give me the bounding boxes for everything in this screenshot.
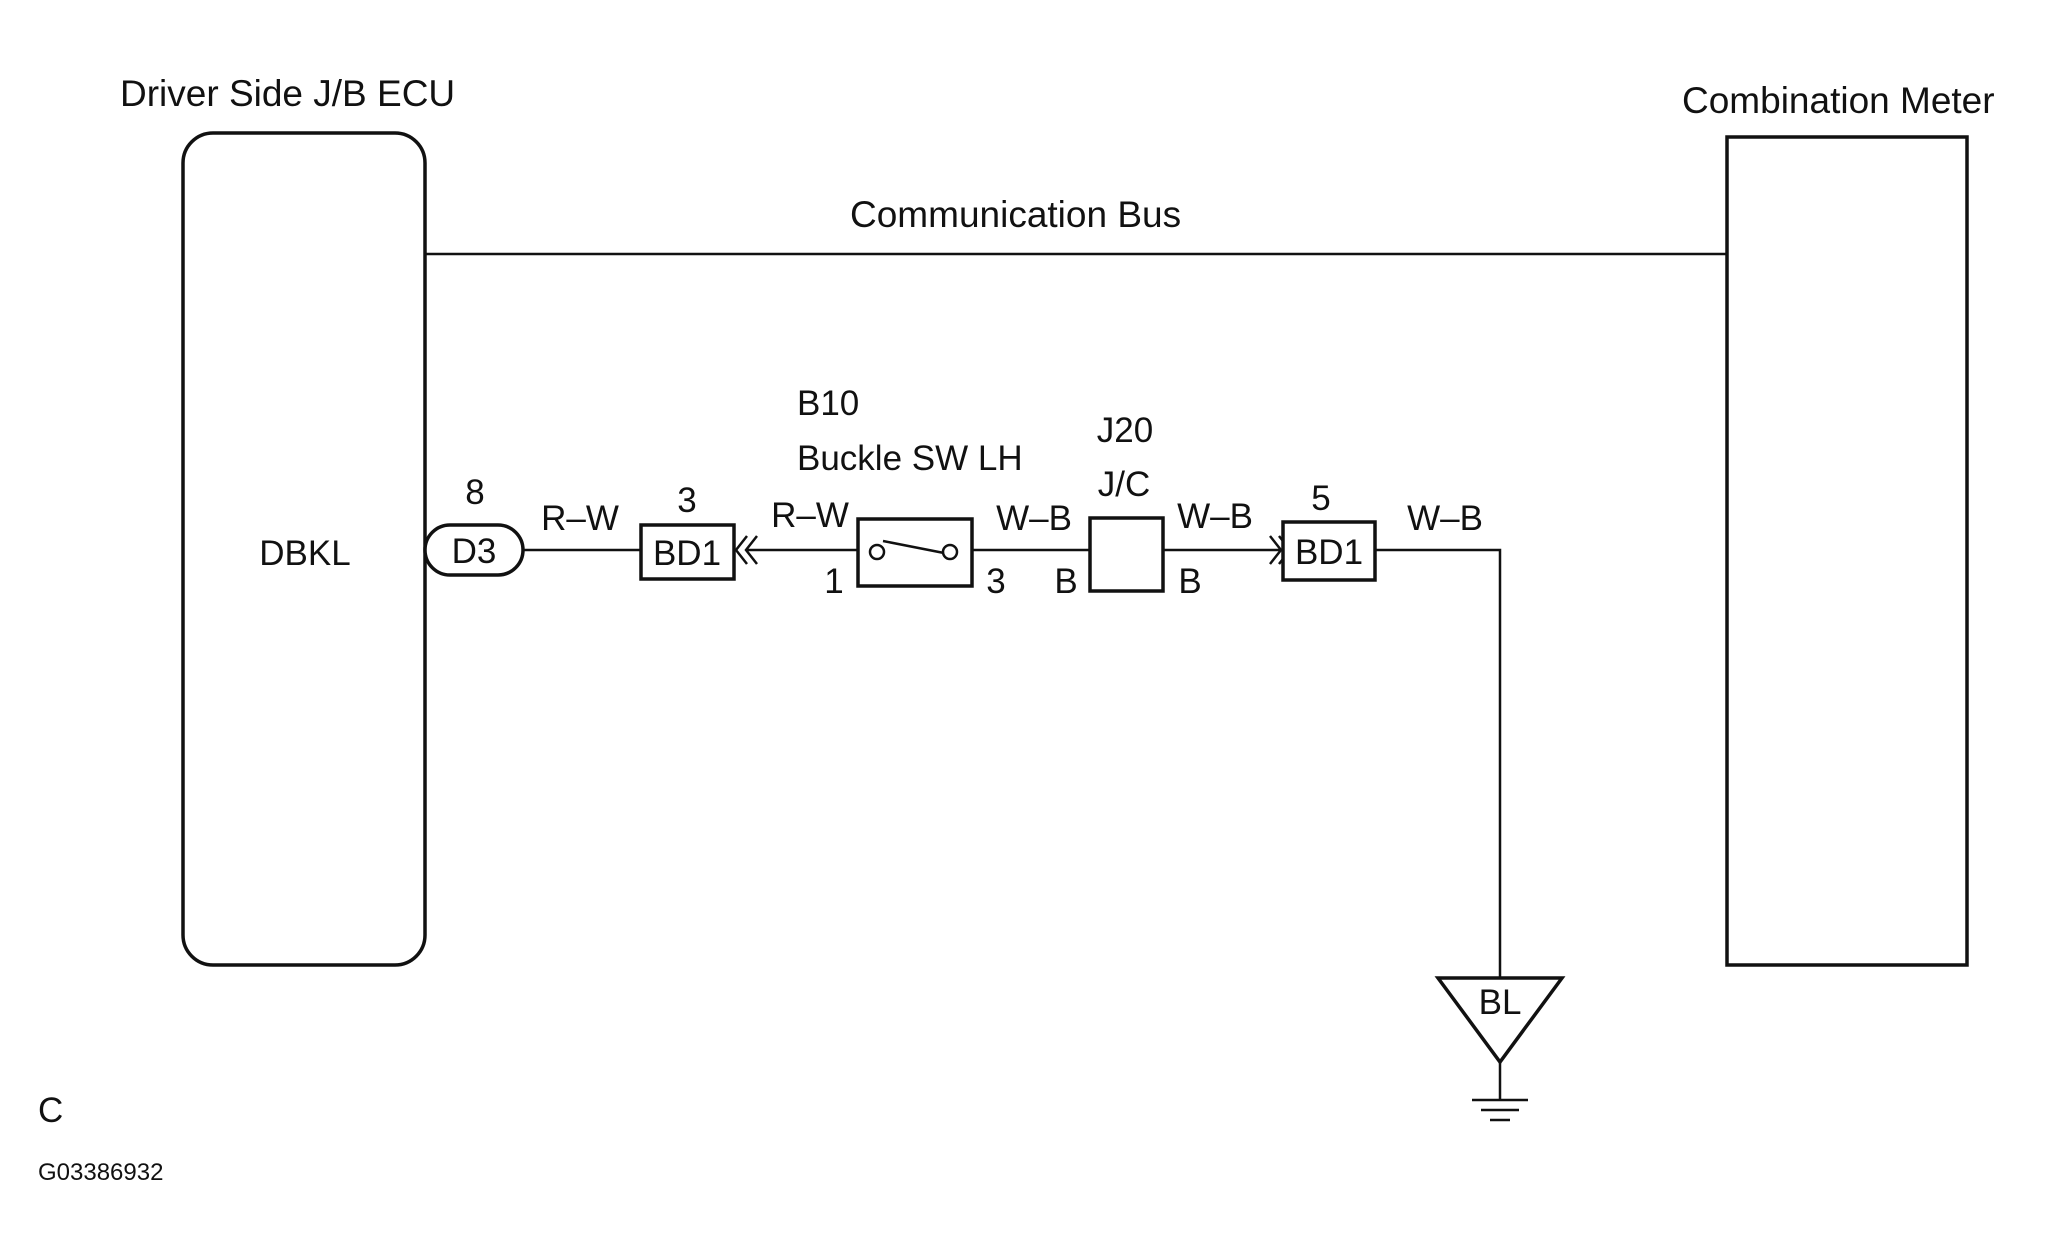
buckle-switch-pin-right: 3 [986,562,1005,601]
junction-code: J20 [1097,411,1153,450]
buckle-switch-pin-left: 1 [824,562,843,601]
junction-type: J/C [1098,465,1151,504]
junction-pin-right: B [1178,562,1201,601]
wire-jc-to-bd1-color: W–B [1177,497,1253,536]
meter-block [1725,135,1969,967]
ground-point-label: BL [1479,983,1522,1022]
bd1-right-pin: 5 [1311,479,1330,518]
ecu-terminal-name: DBKL [259,534,350,573]
wire-bd1-to-ground-color: W–B [1407,499,1483,538]
communication-bus-label: Communication Bus [850,194,1181,235]
switch-lever [882,539,945,555]
section-letter: C [38,1091,63,1130]
ecu-connector-id: D3 [452,532,497,571]
ground-point-triangle [1434,976,1566,1065]
bd1-right-connector [1281,520,1377,582]
bd1-right-chevron-1 [1269,535,1283,565]
wire-switch-to-jc-color: W–B [996,499,1072,538]
junction-pin-left: B [1054,562,1077,601]
figure-id: G03386932 [38,1159,163,1186]
buckle-switch-code: B10 [797,384,859,423]
buckle-switch-name: Buckle SW LH [797,439,1023,478]
wire-bd1-to-ground [1375,548,1502,978]
junction-connector [1088,516,1165,593]
buckle-switch-body [856,517,974,588]
bd1-right-id: BD1 [1295,533,1363,572]
meter-label: Combination Meter [1682,80,1995,121]
wire-bd1-to-switch-color: R–W [771,496,849,535]
wire-ecu-to-bd1-color: R–W [541,499,619,538]
switch-contact-left [868,543,886,561]
ecu-connector-pin: 8 [465,473,484,512]
bd1-left-id: BD1 [653,534,721,573]
bd1-left-connector [639,523,736,581]
ground-symbol-icon [1472,1098,1528,1122]
bd1-left-chevron-1 [734,535,748,565]
bd1-left-pin: 3 [677,481,696,520]
ecu-label: Driver Side J/B ECU [120,73,455,114]
